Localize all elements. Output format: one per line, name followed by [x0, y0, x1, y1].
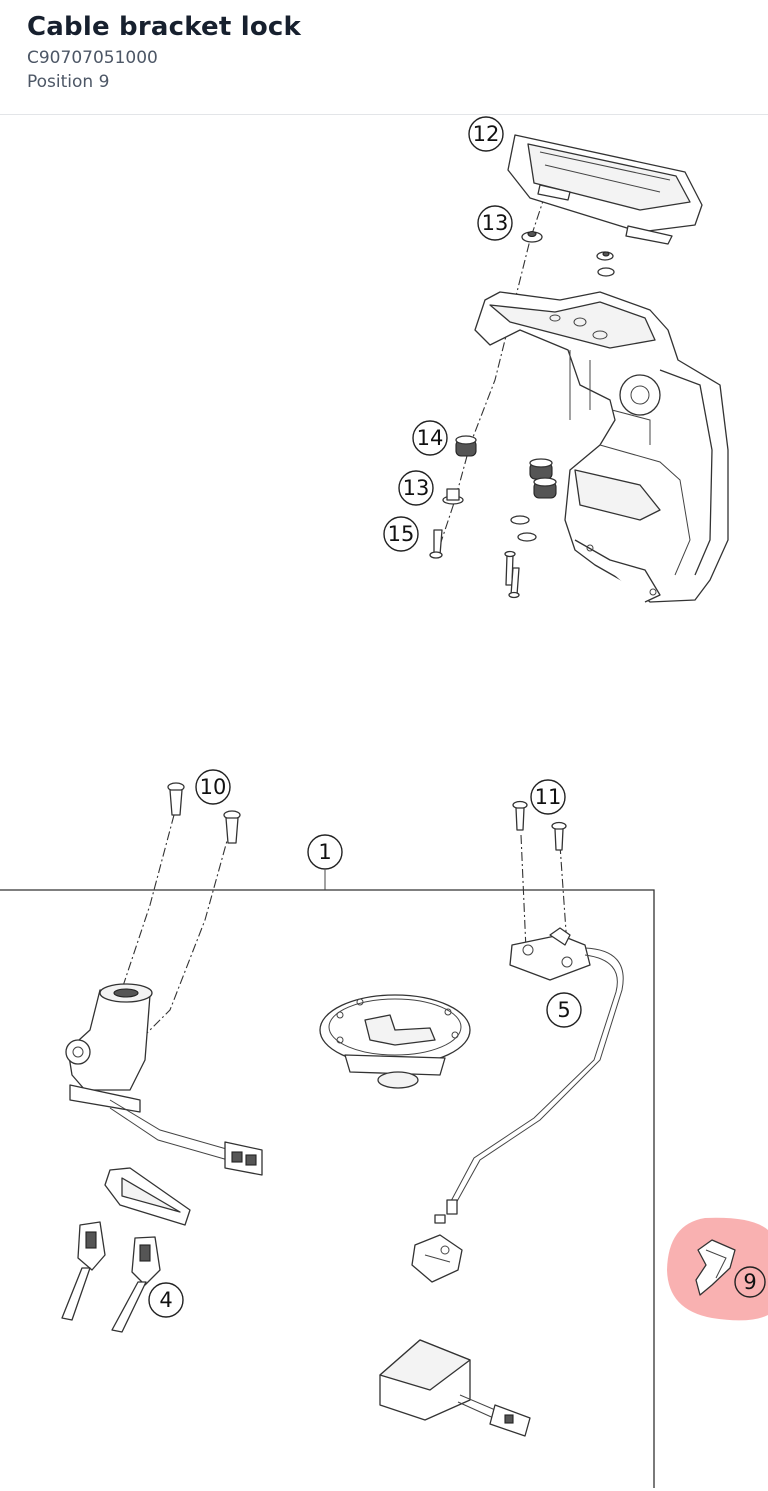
- callout-1[interactable]: 1: [307, 834, 343, 870]
- callout-15[interactable]: 15: [383, 516, 419, 552]
- washer-lower[interactable]: [442, 488, 464, 505]
- control-unit[interactable]: [379, 1339, 531, 1437]
- callout-11[interactable]: 11: [530, 779, 566, 815]
- part-number: C90707051000: [27, 48, 158, 68]
- callout-10[interactable]: 10: [195, 769, 231, 805]
- part-header: Cable bracket lock C90707051000 Position…: [0, 0, 768, 115]
- exploded-parts-diagram: 12 13 14 13 15 10 11 1 5 4 9: [0, 116, 768, 1488]
- ignition-lock[interactable]: [65, 983, 263, 1176]
- callout-9[interactable]: 9: [734, 1266, 766, 1298]
- callout-5[interactable]: 5: [546, 992, 582, 1028]
- screw-ignition-right[interactable]: [223, 810, 241, 844]
- key-fob[interactable]: [104, 1167, 191, 1226]
- cable-bracket-assembly[interactable]: [434, 927, 624, 1224]
- svg-text:14: 14: [417, 426, 444, 450]
- grommet-upper[interactable]: [521, 230, 543, 243]
- svg-text:1: 1: [318, 840, 331, 864]
- grommet-pair[interactable]: [596, 251, 615, 277]
- callout-14[interactable]: 14: [412, 420, 448, 456]
- part-title: Cable bracket lock: [27, 12, 302, 42]
- svg-text:13: 13: [403, 476, 430, 500]
- callout-4[interactable]: 4: [148, 1282, 184, 1318]
- lock-set-frame: [0, 889, 655, 1488]
- svg-text:4: 4: [159, 1288, 172, 1312]
- svg-text:5: 5: [557, 998, 570, 1022]
- svg-text:10: 10: [200, 775, 227, 799]
- key-right[interactable]: [111, 1236, 161, 1333]
- svg-text:12: 12: [473, 122, 500, 146]
- screw-pair-lower[interactable]: [504, 550, 520, 599]
- instrument-cluster[interactable]: [507, 134, 703, 245]
- callout-13-lower[interactable]: 13: [398, 470, 434, 506]
- callout-13-upper[interactable]: 13: [477, 205, 513, 241]
- instrument-bracket[interactable]: [474, 291, 729, 603]
- washer-pair-lower[interactable]: [510, 515, 537, 542]
- screw-lower[interactable]: [429, 529, 443, 559]
- key-left[interactable]: [61, 1221, 106, 1321]
- rubber-damper[interactable]: [455, 435, 477, 457]
- svg-text:11: 11: [535, 785, 562, 809]
- fuel-tank-cap[interactable]: [319, 994, 471, 1089]
- rubber-damper-pair[interactable]: [529, 458, 557, 499]
- svg-text:9: 9: [743, 1270, 756, 1294]
- screw-ignition-left[interactable]: [167, 782, 185, 816]
- screw-tank-right[interactable]: [551, 821, 567, 851]
- svg-text:15: 15: [388, 522, 415, 546]
- callout-12[interactable]: 12: [468, 116, 504, 152]
- svg-text:13: 13: [482, 211, 509, 235]
- screw-tank-left[interactable]: [512, 800, 528, 831]
- lock-bracket-small[interactable]: [411, 1234, 463, 1283]
- part-position: Position 9: [27, 72, 110, 92]
